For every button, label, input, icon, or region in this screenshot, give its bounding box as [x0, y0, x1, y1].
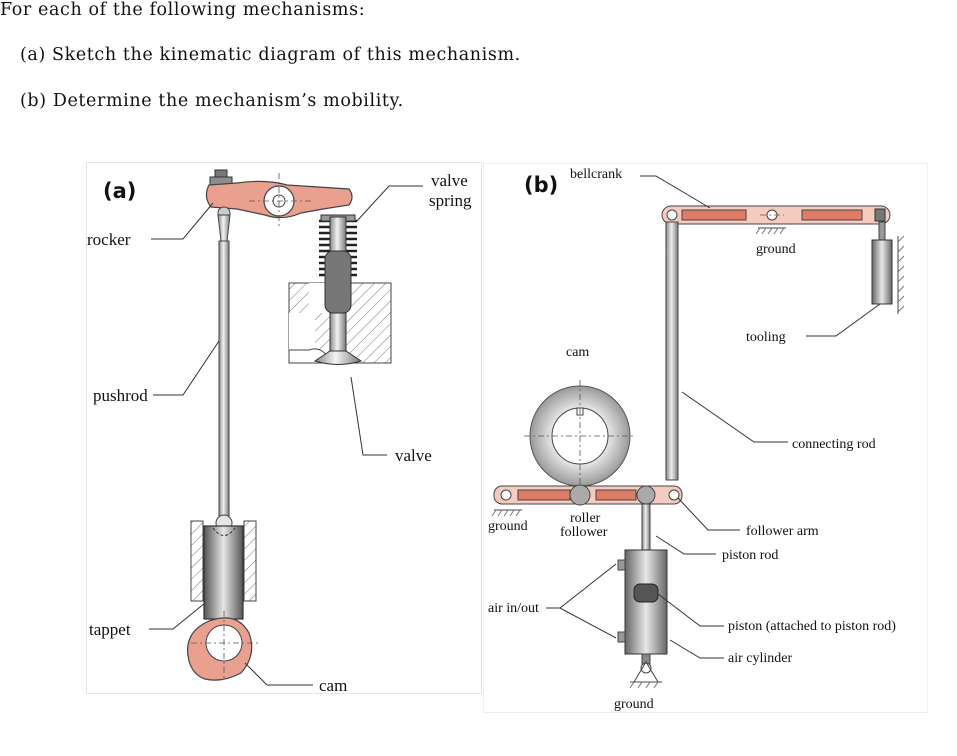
label-cam-a: cam [319, 676, 347, 695]
label-bellcrank: bellcrank [570, 167, 622, 182]
cam-mechanism-drawing: (b) [488, 167, 905, 712]
label-ground-bottom: ground [614, 697, 654, 712]
connecting-rod [665, 221, 679, 481]
label-follower-arm: follower arm [746, 524, 819, 539]
rocker-arm [205, 169, 353, 229]
label-pushrod: pushrod [93, 386, 148, 405]
leader-lines-b [546, 175, 881, 659]
question-part-a: (a) Sketch the kinematic diagram of this… [20, 45, 521, 65]
label-tooling: tooling [746, 330, 786, 345]
label-connecting-rod: connecting rod [792, 437, 876, 452]
label-ground-left: ground [488, 519, 528, 534]
label-valve-spring-1: valve [431, 171, 468, 190]
question-part-b: (b) Determine the mechanism’s mobility. [20, 91, 404, 111]
tooling [871, 221, 905, 314]
label-valve-spring-2: spring [429, 191, 472, 210]
pushrod [215, 214, 233, 532]
label-piston: piston (attached to piston rod) [728, 619, 896, 634]
figure-a-valve-train: (a) [86, 162, 482, 695]
label-cam-b: cam [566, 345, 589, 360]
leader-lines-a [149, 185, 423, 686]
air-cylinder [617, 503, 668, 689]
cam-lobe [187, 611, 259, 681]
figure-b-tag: (b) [524, 173, 558, 197]
label-piston-rod: piston rod [722, 548, 778, 563]
tappet [190, 520, 257, 620]
valve-train-drawing: (a) [87, 169, 472, 695]
label-ground-top: ground [756, 242, 796, 257]
label-tappet: tappet [89, 620, 131, 639]
label-roller-2: follower [560, 525, 608, 540]
label-air-in-out: air in/out [488, 601, 539, 616]
label-roller-1: roller [570, 511, 601, 526]
bellcrank [661, 205, 891, 235]
label-rocker: rocker [87, 230, 131, 249]
question-intro: For each of the following mechanisms: [0, 0, 366, 20]
valve-assembly [288, 214, 392, 365]
label-air-cylinder: air cylinder [728, 651, 792, 666]
follower-arm [491, 484, 683, 517]
figure-b-cam-mechanism: (b) [483, 163, 928, 713]
cam-disc [524, 380, 636, 490]
figure-a-tag: (a) [103, 179, 136, 203]
label-valve: valve [395, 446, 432, 465]
